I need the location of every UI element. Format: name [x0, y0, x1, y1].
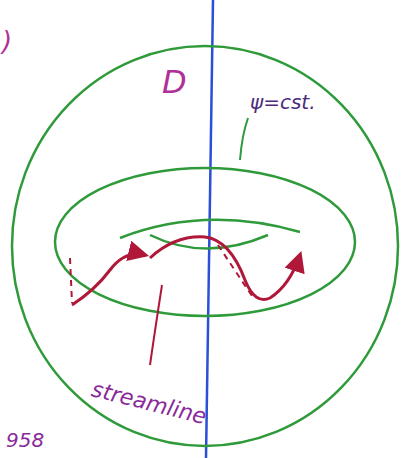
dashed-line	[218, 245, 252, 296]
part-label: )	[2, 28, 12, 54]
leader-line	[150, 285, 162, 365]
streamline-arrow	[72, 254, 145, 305]
torus-hole-top	[120, 220, 300, 238]
note-label: 958	[6, 430, 44, 450]
leader-line	[240, 118, 248, 160]
region-label: D	[162, 66, 187, 98]
domain-circle	[12, 46, 398, 446]
contour-label: ψ=cst.	[250, 92, 316, 112]
streamline-label: streamline	[89, 378, 208, 428]
axis-line	[206, 0, 213, 458]
dashed-line	[70, 258, 72, 303]
streamline-arrow	[150, 237, 300, 300]
torus-outer	[55, 168, 355, 316]
